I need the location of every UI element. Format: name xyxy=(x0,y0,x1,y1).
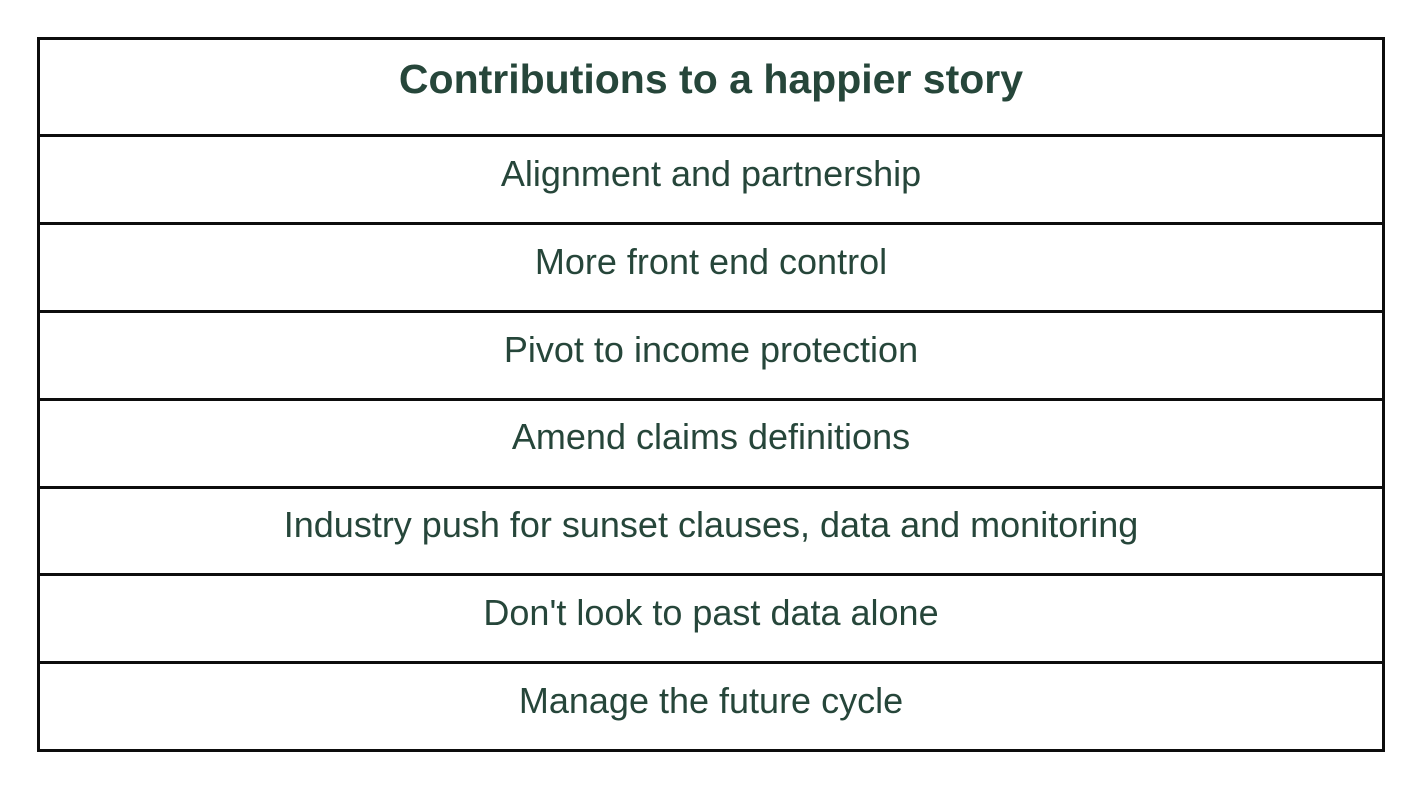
table-row-past-data: Don't look to past data alone xyxy=(40,573,1382,661)
table-row-industry-push: Industry push for sunset clauses, data a… xyxy=(40,485,1382,574)
table-title: Contributions to a happier story xyxy=(398,56,1024,103)
table-row-alignment-partnership: Alignment and partnership xyxy=(40,134,1382,222)
table-row-claims-definitions: Amend claims definitions xyxy=(40,397,1382,486)
table-row-front-end-control: More front end control xyxy=(40,221,1382,310)
contributions-table: Contributions to a happier story Alignme… xyxy=(37,37,1385,752)
table-row-future-cycle: Manage the future cycle xyxy=(40,661,1382,749)
table-row-income-protection: Pivot to income protection xyxy=(40,309,1382,398)
